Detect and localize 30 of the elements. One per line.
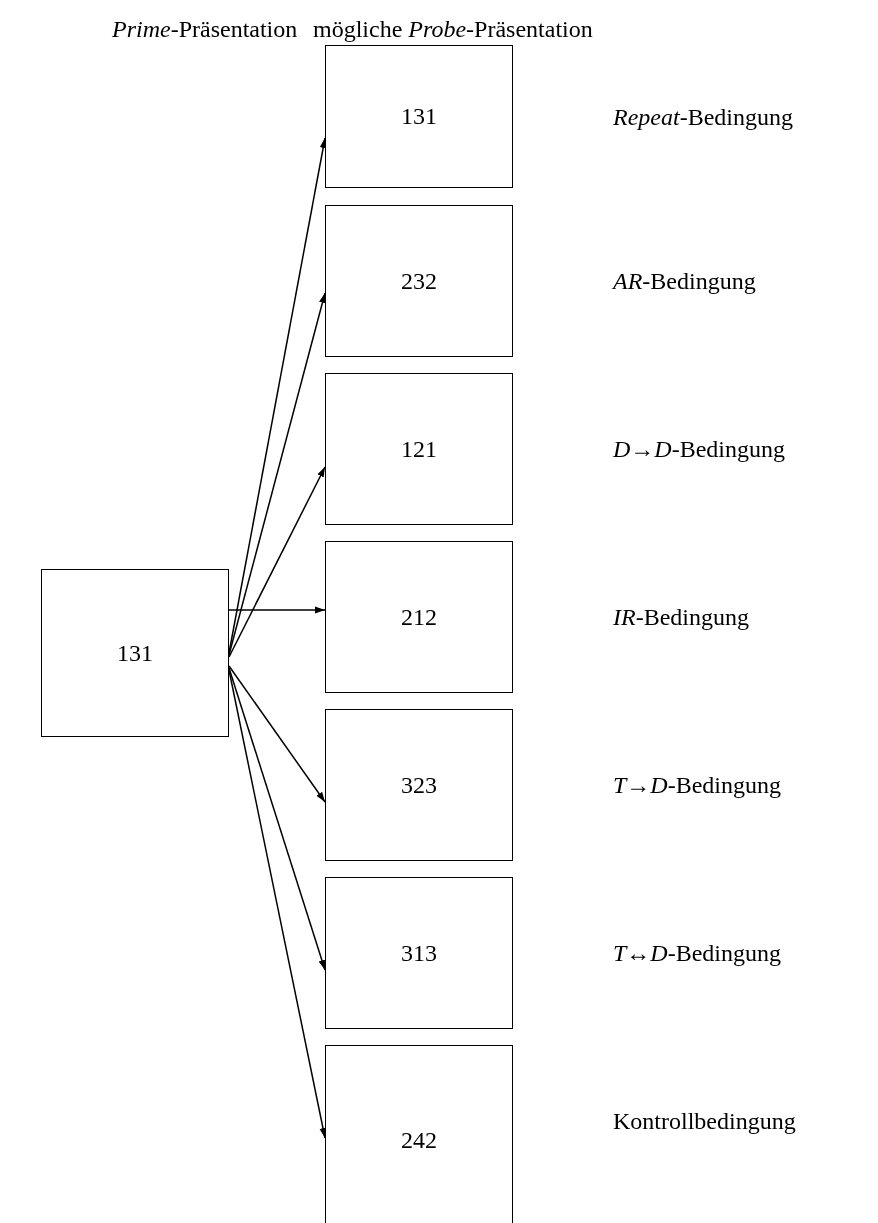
arrow — [228, 667, 326, 971]
condition-label: D→D-Bedingung — [613, 436, 785, 463]
number-box — [325, 205, 513, 357]
column-heading: mögliche Probe-Präsentation — [313, 16, 593, 43]
box-number: 242 — [401, 1127, 437, 1154]
box-number: 121 — [401, 435, 437, 463]
arrow — [228, 606, 326, 614]
condition-label: IR-Bedingung — [613, 604, 749, 631]
box-number: 323 — [401, 771, 437, 799]
condition-label: Repeat-Bedingung — [613, 104, 793, 131]
number-box — [325, 45, 513, 188]
box-number: 313 — [401, 939, 437, 967]
box-number: 212 — [401, 603, 437, 631]
box-number: 131 — [401, 103, 437, 130]
condition-label: AR-Bedingung — [613, 268, 756, 295]
arrow — [228, 466, 326, 658]
condition-label: Kontrollbedingung — [613, 1108, 796, 1135]
number-box — [325, 709, 513, 861]
condition-label: T→D-Bedingung — [613, 772, 782, 799]
box-number: 131 — [117, 639, 153, 667]
column-heading: Prime-Präsentation — [112, 16, 298, 43]
number-box — [41, 569, 229, 737]
number-box — [325, 373, 513, 525]
arrow — [228, 292, 326, 656]
number-box — [325, 541, 513, 693]
condition-label: T↔D-Bedingung — [613, 940, 782, 967]
box-number: 232 — [401, 267, 437, 295]
arrow — [228, 665, 326, 803]
number-box — [325, 877, 513, 1029]
number-box — [325, 1045, 513, 1223]
